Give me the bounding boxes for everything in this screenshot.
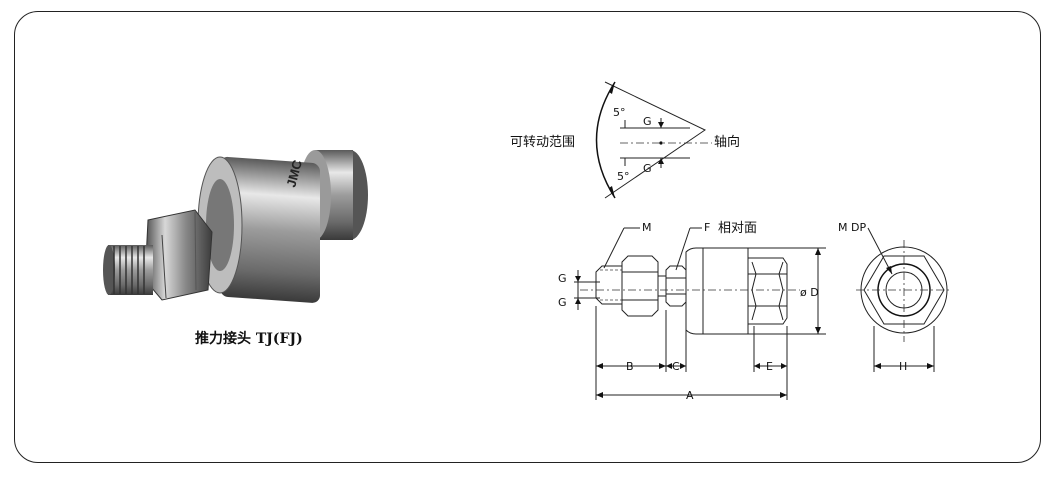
end-view-drawing: M DP H — [838, 221, 952, 373]
dim-a: A — [686, 389, 694, 402]
swing-angle-top: 5° — [613, 106, 626, 119]
product-caption: 推力接头 TJ(FJ) — [195, 331, 303, 347]
side-diameter-label: ø D — [800, 286, 819, 299]
dim-b: B — [626, 360, 634, 373]
side-g-top: G — [558, 272, 567, 285]
figure-frame — [14, 11, 1041, 463]
side-flats-label: 相对面 — [718, 221, 757, 236]
photo-thread — [103, 245, 153, 295]
dim-h: H — [899, 360, 907, 373]
side-g-bottom: G — [558, 296, 567, 309]
photo-brand-text: JMC — [283, 158, 305, 189]
end-m-dp-label: M DP — [838, 221, 866, 234]
photo-main-body: JMC — [197, 156, 320, 303]
dim-e: E — [766, 360, 773, 373]
swing-angle-bottom: 5° — [617, 170, 630, 183]
product-photo: JMC — [103, 150, 368, 303]
side-view-drawing: G G M F 相对面 ø D B C — [558, 221, 826, 402]
swing-axis-label: 轴向 — [714, 134, 740, 150]
swing-offset-top: G — [643, 115, 652, 128]
swing-range-label: 可转动范围 — [510, 135, 575, 150]
swing-offset-bottom: G — [643, 162, 652, 175]
side-f-label: F — [704, 221, 710, 234]
side-m-label: M — [642, 221, 652, 234]
swing-range-diagram: 5° 5° G G 可转动范围 轴向 — [510, 81, 740, 199]
dim-c: C — [672, 360, 680, 373]
